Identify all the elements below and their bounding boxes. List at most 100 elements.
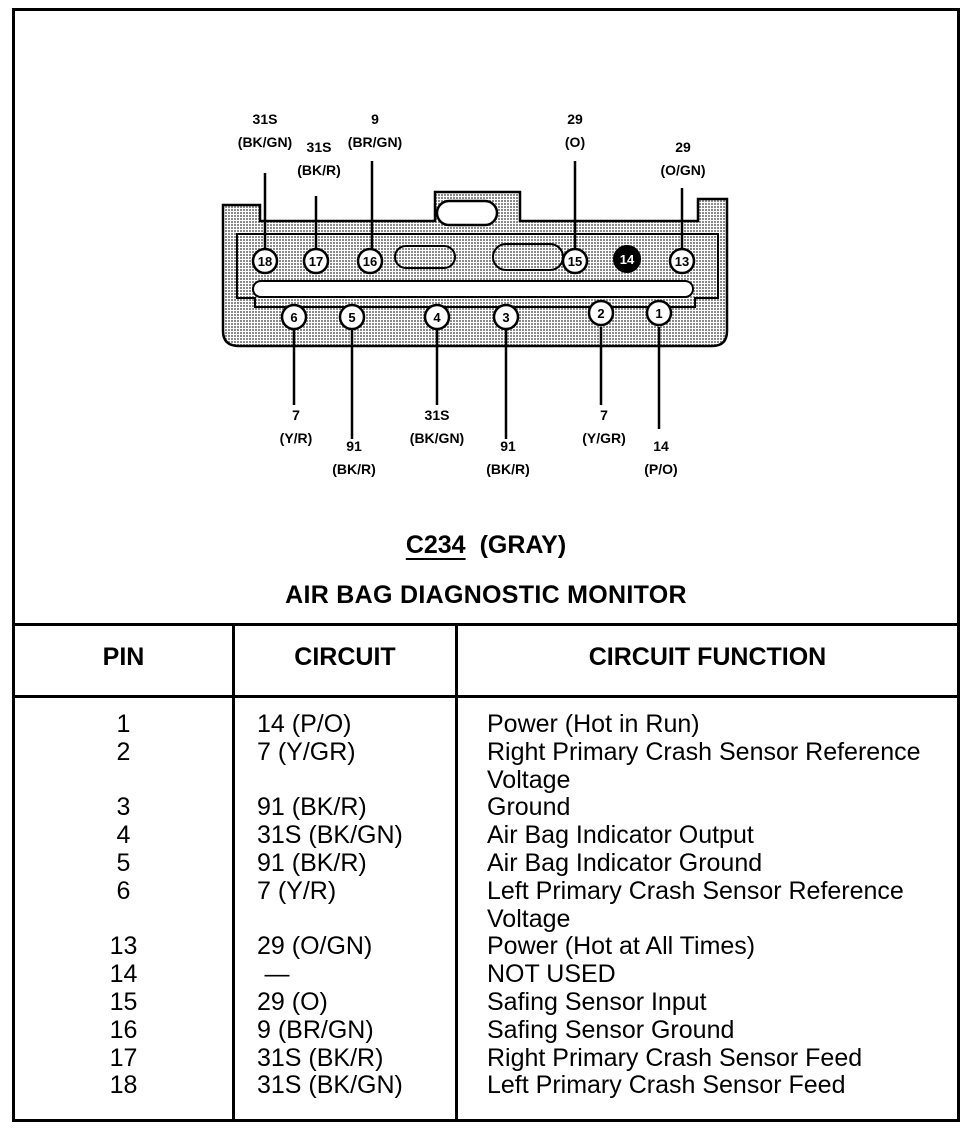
table-cell-pin: 17 — [109, 1043, 138, 1072]
table-cell-function-cont: Voltage — [487, 765, 571, 794]
pin-5: 5 — [338, 303, 366, 331]
table-cell-pin: 5 — [116, 848, 131, 877]
connector-name: C234(GRAY) — [15, 531, 957, 560]
wire-label-color: (Y/GR) — [582, 430, 626, 446]
table-cell-pin: 6 — [116, 876, 131, 905]
table-cell-pin: 3 — [116, 793, 131, 822]
table-cell-pin: 13 — [109, 932, 138, 961]
keying-slot-right — [492, 243, 564, 271]
table-cell-function: Power (Hot at All Times) — [487, 932, 756, 961]
pin-2: 2 — [587, 299, 615, 327]
table-cell-pin: 15 — [109, 987, 138, 1016]
wire-label-color: (BK/R) — [297, 162, 341, 178]
svg-text:18: 18 — [258, 254, 272, 269]
pin-17: 17 — [302, 247, 330, 275]
wire-label-color: (P/O) — [644, 461, 677, 477]
table-cell-function: Air Bag Indicator Ground — [487, 848, 763, 877]
wire-label-color: (Y/R) — [280, 430, 313, 446]
table-cell-pin: 2 — [116, 737, 131, 766]
circuit-column: 14 (P/O) 7 (Y/GR) 91 (BK/R) 31S (BK/GN) … — [257, 710, 403, 1100]
pin-4: 4 — [423, 303, 451, 331]
header-pin: PIN — [102, 643, 145, 671]
table-cell-circuit: — — [264, 960, 290, 989]
pin-16: 16 — [356, 247, 384, 275]
svg-text:3: 3 — [502, 310, 509, 325]
table-cell-pin: 18 — [109, 1071, 138, 1100]
pin-14-unused: 14 — [613, 245, 641, 273]
table-cell-function-cont: Voltage — [487, 904, 571, 933]
diagram-title: AIR BAG DIAGNOSTIC MONITOR — [285, 581, 687, 609]
table-cell-function: Safing Sensor Input — [487, 987, 707, 1016]
svg-text:1: 1 — [655, 306, 662, 321]
table-cell-circuit: 29 (O) — [257, 987, 328, 1016]
svg-text:16: 16 — [363, 254, 377, 269]
table-cell-pin: 1 — [116, 710, 131, 738]
table-cell-circuit: 7 (Y/R) — [257, 876, 337, 905]
table-cell-function: Left Primary Crash Sensor Feed — [487, 1071, 846, 1100]
wire-label-color: (BR/GN) — [348, 134, 402, 150]
table-cell-circuit: 7 (Y/GR) — [257, 737, 356, 766]
connector-latch — [435, 199, 499, 227]
table-cell-function: Ground — [487, 793, 571, 822]
function-column: Power (Hot in Run) Right Primary Crash S… — [487, 710, 921, 1100]
wire-label-color: (BK/GN) — [410, 430, 464, 446]
svg-text:13: 13 — [675, 254, 689, 269]
wire-label-circuit: 14 — [653, 438, 669, 454]
table-cell-circuit: 31S (BK/GN) — [257, 1071, 403, 1100]
connector-color: (GRAY) — [479, 531, 567, 559]
wire-label-circuit: 29 — [567, 111, 583, 127]
pin-1: 1 — [645, 299, 673, 327]
table-cell-function: Right Primary Crash Sensor Feed — [487, 1043, 863, 1072]
wire-label-circuit: 91 — [500, 438, 516, 454]
table-top-border — [15, 623, 957, 626]
header-divider — [15, 695, 957, 698]
table-cell-pin: 16 — [109, 1015, 138, 1044]
wire-label-color: (BK/R) — [332, 461, 376, 477]
pin-3: 3 — [492, 303, 520, 331]
wire-label-circuit: 7 — [600, 407, 608, 423]
table-cell-function: Right Primary Crash Sensor Reference — [487, 737, 921, 766]
pin-6: 6 — [280, 303, 308, 331]
header-function: CIRCUIT FUNCTION — [588, 643, 827, 671]
table-cell-function: Power (Hot in Run) — [487, 710, 700, 738]
column-divider — [232, 623, 235, 1119]
wire-label-color: (O) — [565, 134, 585, 150]
table-cell-circuit: 31S (BK/GN) — [257, 821, 403, 850]
wire-label-circuit: 91 — [346, 438, 362, 454]
table-cell-circuit: 14 (P/O) — [257, 710, 352, 738]
table-cell-function: NOT USED — [487, 960, 616, 989]
pin-15: 15 — [561, 247, 589, 275]
diagram-frame: 18 17 16 15 14 13 6 5 — [12, 8, 960, 1122]
table-cell-function: Air Bag Indicator Output — [487, 821, 754, 850]
wire-label-circuit: 31S — [425, 407, 450, 423]
table-cell-function: Left Primary Crash Sensor Reference — [487, 876, 904, 905]
wire-label-color: (BK/GN) — [238, 134, 292, 150]
pin-13: 13 — [668, 247, 696, 275]
wire-label-color: (O/GN) — [660, 162, 705, 178]
table-cell-circuit: 29 (O/GN) — [257, 932, 373, 961]
table-cell-circuit: 9 (BR/GN) — [257, 1015, 374, 1044]
table-cell-circuit: 31S (BK/R) — [257, 1043, 384, 1072]
table-cell-circuit: 91 (BK/R) — [257, 793, 367, 822]
table-cell-circuit: 91 (BK/R) — [257, 848, 367, 877]
wire-label-circuit: 31S — [253, 111, 278, 127]
connector-diagram: 18 17 16 15 14 13 6 5 — [221, 111, 729, 477]
top-wires — [263, 161, 684, 251]
pin-column: 1 2 3 4 5 6 13 14 15 16 17 18 — [15, 710, 232, 1100]
divider-rib — [252, 280, 694, 298]
svg-text:15: 15 — [568, 254, 582, 269]
svg-text:4: 4 — [433, 310, 441, 325]
wire-label-circuit: 31S — [307, 139, 332, 155]
keying-slot-left — [394, 245, 456, 269]
table-cell-function: Safing Sensor Ground — [487, 1015, 735, 1044]
wire-label-color: (BK/R) — [486, 461, 530, 477]
table-cell-pin: 4 — [116, 821, 131, 850]
column-divider — [455, 623, 458, 1119]
bottom-wires — [292, 327, 661, 439]
wire-label-circuit: 7 — [292, 407, 300, 423]
svg-text:6: 6 — [290, 310, 297, 325]
svg-text:5: 5 — [348, 310, 355, 325]
header-circuit: CIRCUIT — [294, 643, 396, 671]
connector-cavity — [236, 233, 719, 308]
wire-label-circuit: 9 — [371, 111, 379, 127]
